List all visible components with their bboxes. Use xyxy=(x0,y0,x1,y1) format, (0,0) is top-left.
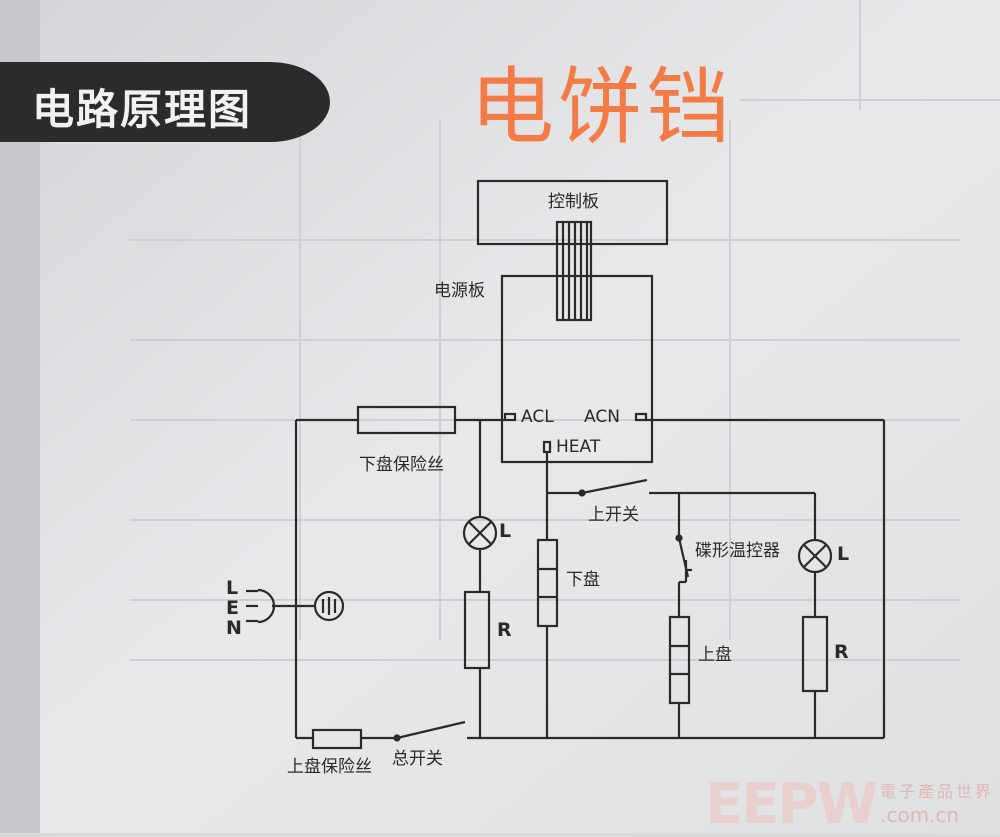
lamp-right-label: L xyxy=(837,543,850,565)
acn-label: ACN xyxy=(584,407,620,427)
resistor-left-label: R xyxy=(497,619,512,641)
plug-l-label: L xyxy=(226,577,239,599)
power-board-label: 电源板 xyxy=(434,281,485,301)
lower-fuse-label: 下盘保险丝 xyxy=(359,455,444,475)
resistor-left xyxy=(463,590,491,670)
acl-label: ACL xyxy=(521,407,554,427)
circuit xyxy=(246,179,886,750)
watermark-cn: 電子產品世界 xyxy=(880,782,995,801)
watermark-url: .com.cn xyxy=(880,803,960,827)
upper-switch-label: 上开关 xyxy=(588,505,639,525)
upper-plate-label: 上盘 xyxy=(698,645,732,665)
lamp-left-label: L xyxy=(499,520,512,542)
control-board-label: 控制板 xyxy=(548,192,599,212)
plug-n-label: N xyxy=(226,617,242,639)
control-board xyxy=(476,179,669,246)
plug-e-label: E xyxy=(226,597,239,619)
power-board xyxy=(500,274,654,464)
thermostat-label: 碟形温控器 xyxy=(695,541,780,561)
resistor-right-label: R xyxy=(834,641,849,663)
section-title: 电路原理图 xyxy=(32,85,253,134)
main-switch-label: 总开关 xyxy=(392,749,443,769)
upper-fuse-label: 上盘保险丝 xyxy=(287,757,372,777)
heat-label: HEAT xyxy=(556,437,601,457)
lower-plate-label: 下盘 xyxy=(566,570,600,590)
ground-symbol xyxy=(313,590,345,622)
diagram-title: 电饼铛 xyxy=(470,58,735,156)
section-banner xyxy=(0,62,330,142)
watermark-logo: EEPW xyxy=(705,772,878,837)
